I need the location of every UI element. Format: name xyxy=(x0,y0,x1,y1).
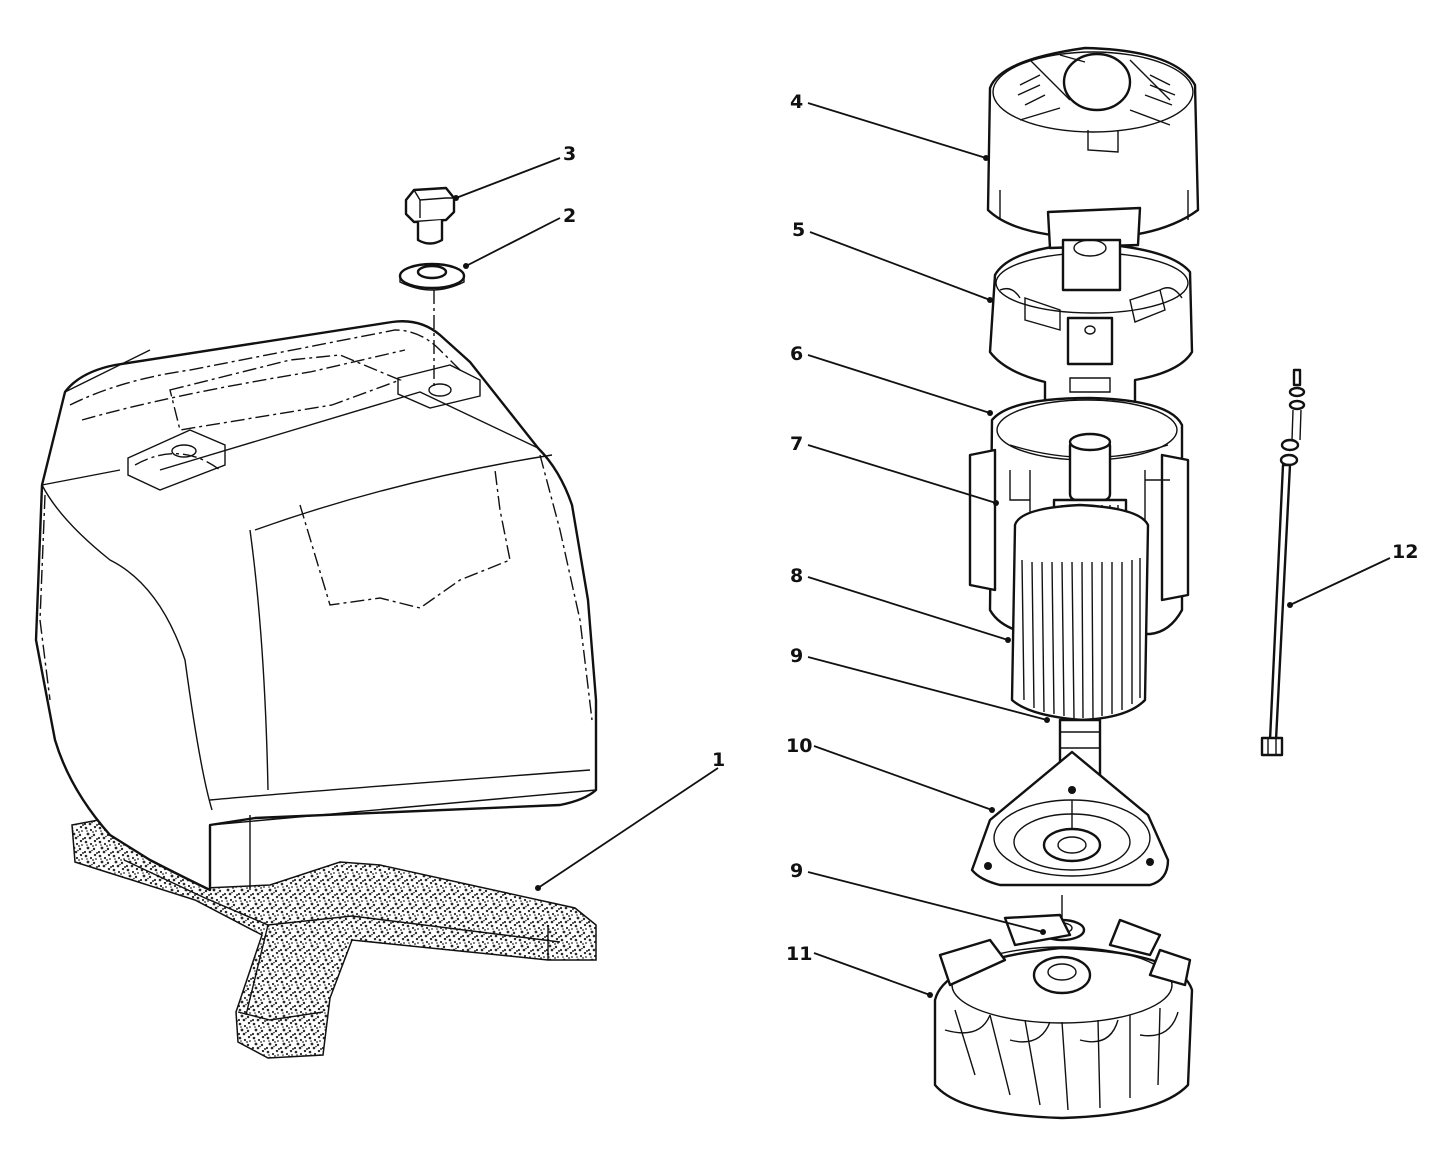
callout-labels: 1 2 3 4 5 6 7 8 9 10 9 11 12 xyxy=(563,91,1418,965)
callout-11: 11 xyxy=(786,943,812,965)
fan-part xyxy=(933,913,1194,1120)
callout-5: 5 xyxy=(792,219,805,241)
armature-part xyxy=(1010,432,1150,787)
callout-9b: 9 xyxy=(790,860,803,882)
brush-holder-part xyxy=(988,206,1194,410)
cover-housing xyxy=(34,290,598,892)
callout-6: 6 xyxy=(790,343,803,365)
callout-3: 3 xyxy=(563,143,576,165)
callout-1: 1 xyxy=(712,749,725,771)
callout-12: 12 xyxy=(1392,541,1418,563)
callout-7: 7 xyxy=(790,433,803,455)
callout-2: 2 xyxy=(563,205,576,227)
callout-8: 8 xyxy=(790,565,803,587)
leader-lines xyxy=(453,102,1391,998)
callout-10: 10 xyxy=(786,735,812,757)
washer-part xyxy=(398,262,466,291)
end-cap-part xyxy=(986,46,1200,240)
through-bolt-part xyxy=(1260,368,1306,757)
callout-4: 4 xyxy=(790,91,803,113)
plug-part xyxy=(404,186,456,245)
end-bell-part xyxy=(970,750,1170,887)
base-part xyxy=(71,814,597,1059)
callout-9: 9 xyxy=(790,645,803,667)
